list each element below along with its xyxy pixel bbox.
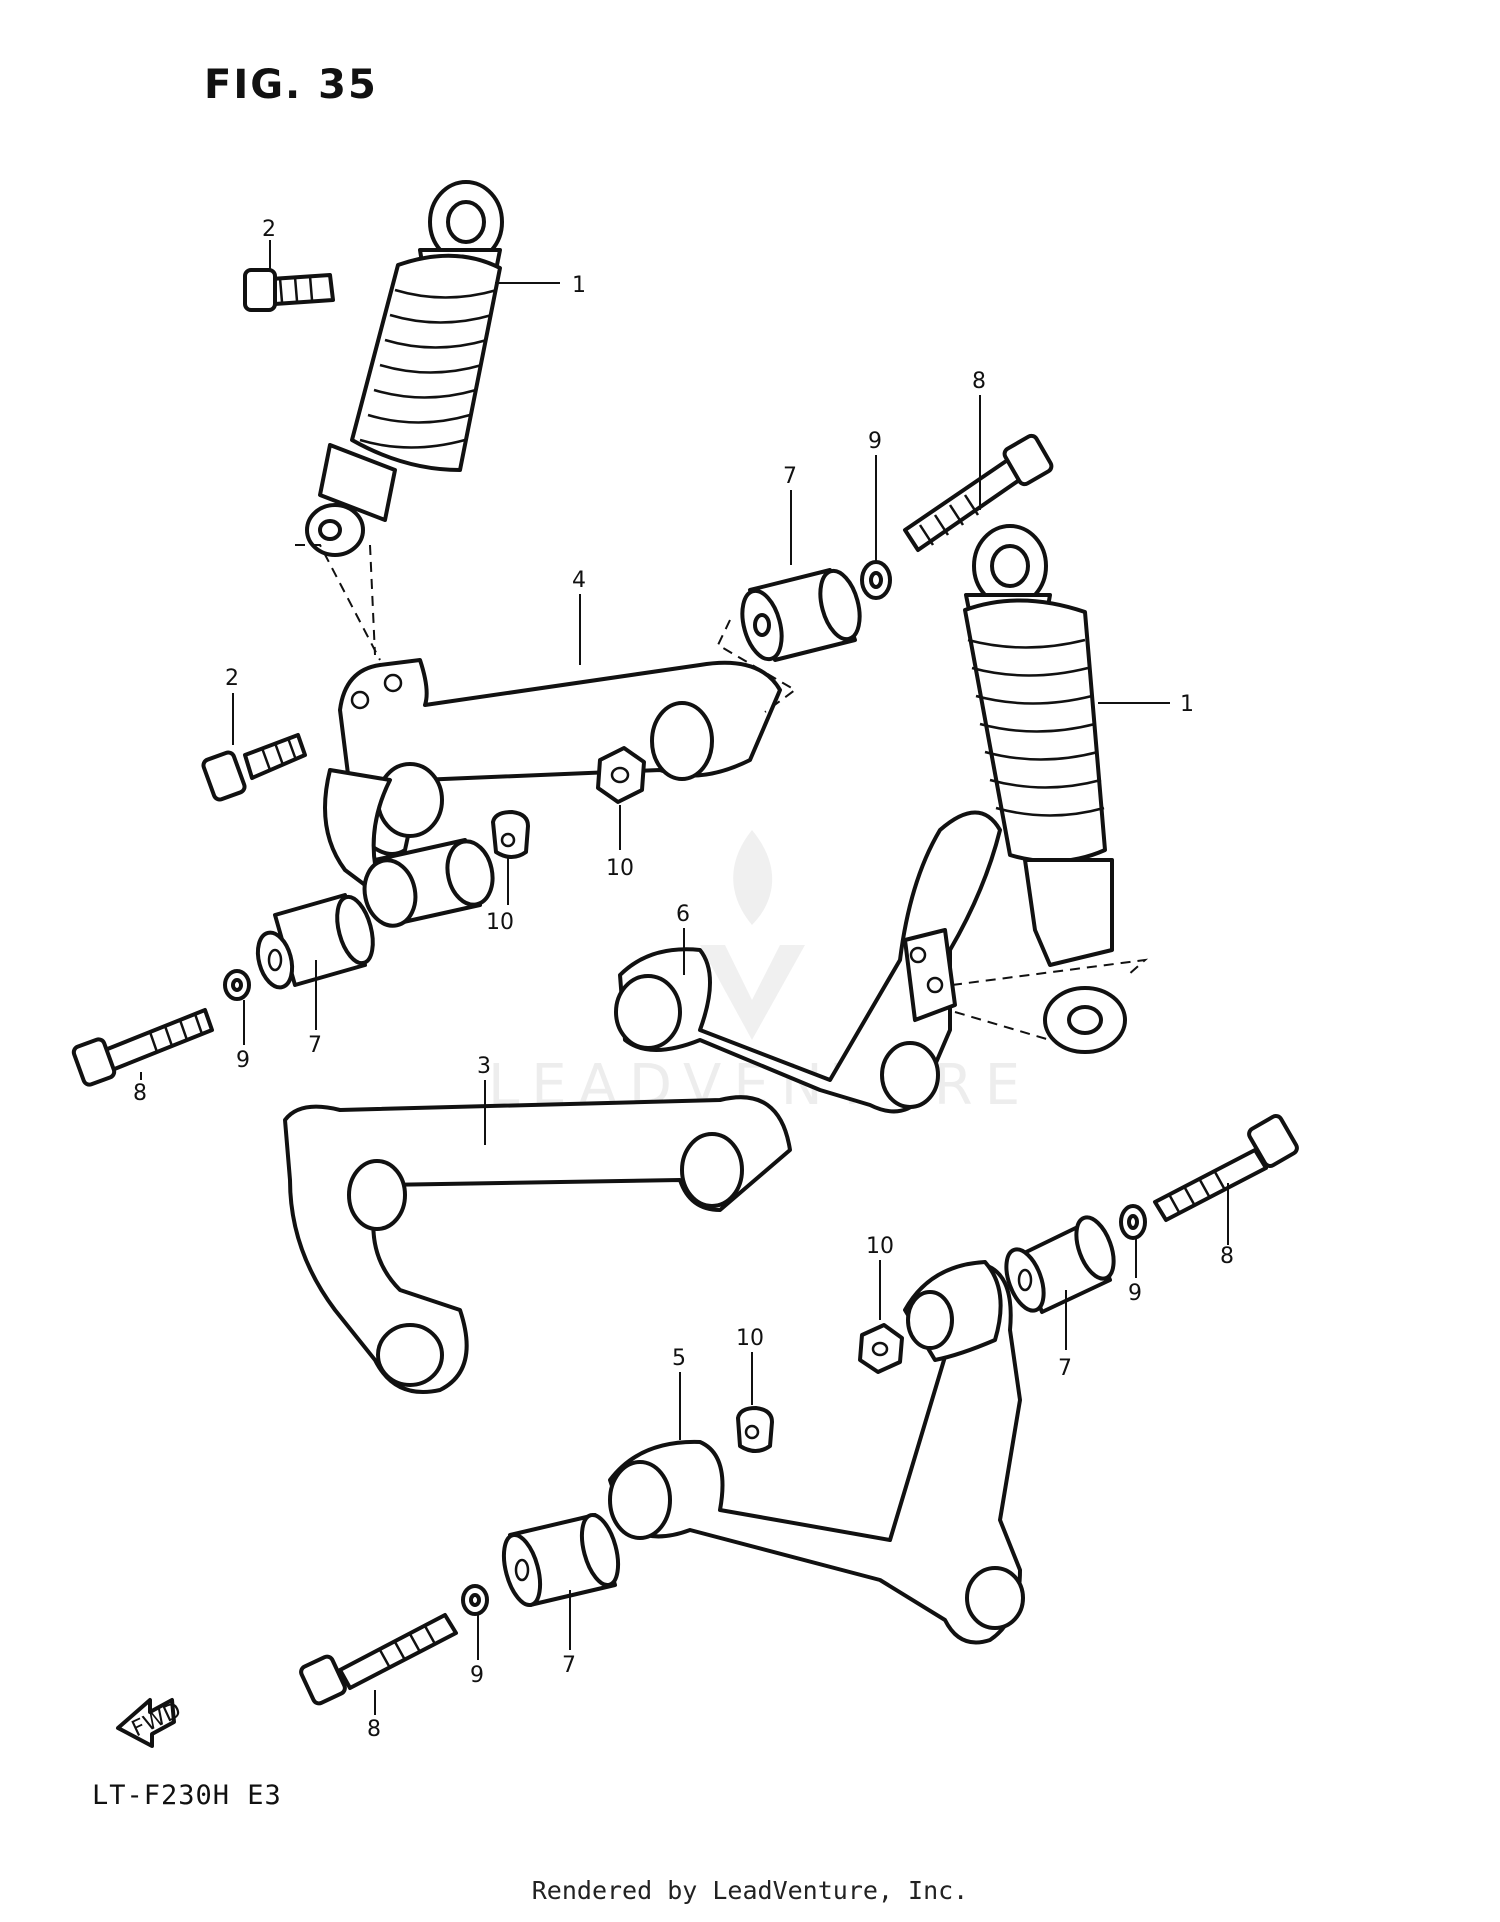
figure-title: FIG. 35 xyxy=(204,62,378,108)
callout-10: 10 xyxy=(866,1234,894,1259)
lower-arm-3[interactable] xyxy=(283,1095,792,1394)
callout-10: 10 xyxy=(606,856,634,881)
alignment-lines xyxy=(295,544,1149,1041)
bolt-2-lower[interactable] xyxy=(201,733,307,802)
washer-9-a[interactable] xyxy=(860,560,892,600)
callout-10: 10 xyxy=(486,910,514,935)
bushing-7-a[interactable] xyxy=(736,567,867,664)
callout-2: 2 xyxy=(262,217,276,242)
callout-8: 8 xyxy=(367,1717,381,1742)
callout-7: 7 xyxy=(562,1653,576,1678)
bushing-7-d[interactable] xyxy=(497,1511,625,1609)
forward-badge-text: FWD xyxy=(128,1698,185,1742)
washer-9-b[interactable] xyxy=(223,969,251,1001)
bolt-8-d[interactable] xyxy=(299,1613,458,1706)
callout-5: 5 xyxy=(672,1346,686,1371)
callout-7: 7 xyxy=(1058,1356,1072,1381)
bushing-7-b[interactable] xyxy=(252,893,379,991)
model-code: LT-F230H E3 xyxy=(92,1780,282,1811)
shock-absorber-left[interactable] xyxy=(305,180,504,557)
callout-9: 9 xyxy=(236,1048,250,1073)
upper-arm-6[interactable] xyxy=(614,810,1002,1114)
callout-7: 7 xyxy=(783,464,797,489)
callout-3: 3 xyxy=(477,1054,491,1079)
footer-credit: Rendered by LeadVenture, Inc. xyxy=(531,1876,969,1905)
callout-2: 2 xyxy=(225,666,239,691)
washer-9-c[interactable] xyxy=(1119,1204,1147,1240)
shock-absorber-right[interactable] xyxy=(963,524,1127,1054)
bolt-8-c[interactable] xyxy=(1153,1114,1299,1222)
callout-8: 8 xyxy=(1220,1244,1234,1269)
bushing-sleeve[interactable] xyxy=(359,837,498,930)
callout-4: 4 xyxy=(572,568,586,593)
nut-10-a[interactable] xyxy=(596,746,646,804)
callout-8: 8 xyxy=(133,1081,147,1106)
forward-direction-icon: FWD xyxy=(116,1698,185,1748)
callout-8: 8 xyxy=(972,369,986,394)
washer-9-d[interactable] xyxy=(461,1584,489,1616)
callout-9: 9 xyxy=(470,1663,484,1688)
bolt-2-upper[interactable] xyxy=(243,268,335,312)
callout-9: 9 xyxy=(868,429,882,454)
callout-labels: 1 1 2 2 3 4 5 6 7 7 7 7 8 8 8 8 9 xyxy=(133,217,1234,1742)
lower-arm-5[interactable] xyxy=(608,1260,1025,1645)
nut-10-b[interactable] xyxy=(491,810,530,859)
nut-10-d[interactable] xyxy=(736,1406,774,1453)
bushing-7-c[interactable] xyxy=(999,1212,1121,1315)
callout-1: 1 xyxy=(572,273,586,298)
callout-1: 1 xyxy=(1180,692,1194,717)
callout-7: 7 xyxy=(308,1033,322,1058)
callout-6: 6 xyxy=(676,902,690,927)
callout-9: 9 xyxy=(1128,1281,1142,1306)
bolt-8-b[interactable] xyxy=(71,1008,214,1087)
nut-10-c[interactable] xyxy=(858,1323,904,1374)
bolt-8-a[interactable] xyxy=(903,433,1054,552)
upper-arm-4[interactable] xyxy=(323,658,782,902)
callout-10: 10 xyxy=(736,1326,764,1351)
